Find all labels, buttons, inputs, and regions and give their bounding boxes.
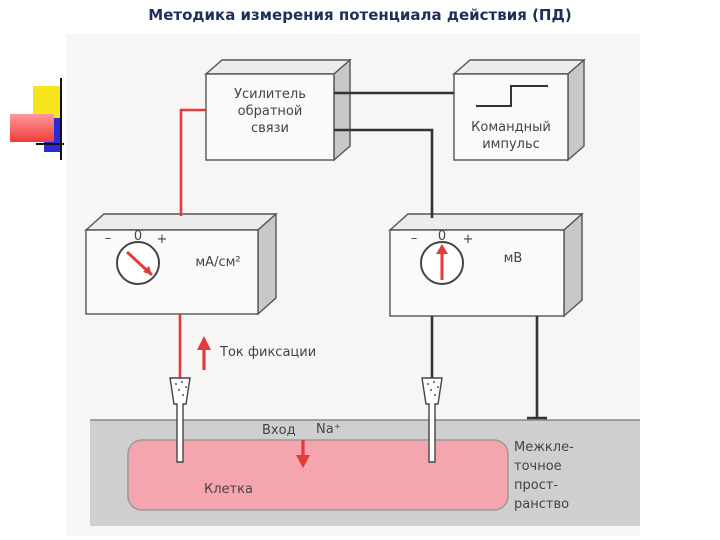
clamp-current-arrow: [197, 336, 211, 370]
amplifier-label-line1: Усилитель: [234, 87, 306, 102]
deco-horizontal-line: [36, 143, 64, 145]
amplifier-box: [204, 58, 352, 162]
current-electrode: [169, 377, 191, 463]
wires: [178, 91, 547, 420]
slide-title: Методика измерения потенциала действия (…: [148, 6, 572, 24]
ammeter-plus: +: [157, 232, 168, 247]
ammeter-minus: –: [105, 231, 112, 246]
red-feedback-wire: [179, 108, 206, 216]
ammeter-zero: 0: [134, 229, 142, 244]
na-entry-ion: Na⁺: [316, 422, 341, 437]
command-label-line2: импульс: [482, 137, 540, 152]
ammeter-box: [84, 212, 278, 316]
deco-red-square: [10, 114, 54, 142]
voltmeter-plus: +: [463, 232, 474, 247]
extracellular-line4: ранство: [514, 497, 569, 512]
extracellular-line3: прост-: [514, 478, 558, 493]
cell-shape: [127, 439, 509, 511]
amplifier-label-line2: обратной: [238, 104, 303, 119]
ammeter-needle-tip: [143, 266, 152, 275]
extracellular-line1: Межкле-: [514, 440, 574, 455]
voltmeter-minus: –: [411, 231, 418, 246]
voltmeter-unit: мВ: [504, 251, 523, 266]
command-label-line1: Командный: [471, 120, 551, 135]
voltage-feedback-wire: [334, 128, 434, 218]
voltmeter-needle-tip: [436, 244, 448, 254]
ammeter-unit: мА/см²: [195, 255, 240, 270]
deco-vertical-line: [60, 78, 62, 160]
clamp-current-label: Ток фиксации: [219, 345, 316, 360]
voltage-electrode: [421, 377, 443, 463]
na-entry-word: Вход: [262, 423, 296, 438]
step-pulse-icon: [476, 85, 548, 107]
voltmeter-box: [388, 212, 584, 318]
voltmeter-zero: 0: [438, 229, 446, 244]
na-entry-arrow: [296, 440, 310, 468]
amplifier-label-line3: связи: [251, 121, 289, 136]
extracellular-line2: точное: [514, 459, 562, 474]
cell-label: Клетка: [204, 482, 253, 497]
